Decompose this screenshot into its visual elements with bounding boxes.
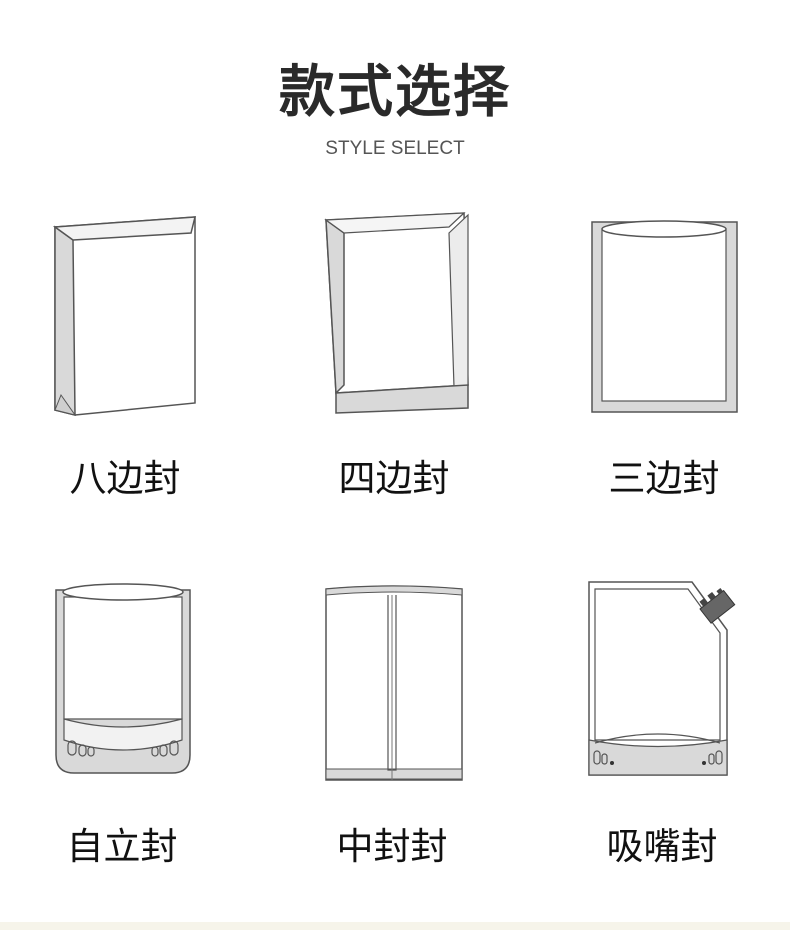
style-label: 吸嘴封	[606, 825, 718, 868]
style-option-spout[interactable]: 吸嘴封	[532, 575, 790, 875]
style-option-stand-up[interactable]: 自立封	[0, 575, 252, 875]
spout-pouch-icon	[588, 581, 736, 776]
center-seal-bag-icon	[325, 585, 463, 781]
style-label: 三边封	[608, 457, 720, 500]
style-label: 八边封	[69, 457, 181, 500]
stand-up-pouch-icon	[55, 583, 191, 774]
style-label: 中封封	[336, 825, 448, 868]
bottom-divider	[0, 922, 790, 930]
four-side-seal-bag-icon	[324, 212, 469, 414]
eight-side-seal-bag-icon	[52, 216, 196, 416]
style-label: 自立封	[66, 825, 178, 868]
page-title: 款式选择	[279, 60, 511, 125]
style-option-four-side[interactable]: 四边封	[264, 205, 524, 515]
style-option-three-side[interactable]: 三边封	[534, 205, 790, 515]
three-side-seal-bag-icon	[591, 220, 738, 413]
style-option-center-seal[interactable]: 中封封	[262, 575, 522, 875]
style-option-eight-side[interactable]: 八边封	[0, 205, 255, 515]
page-subtitle: STYLE SELECT	[325, 138, 465, 159]
style-label: 四边封	[338, 457, 450, 500]
